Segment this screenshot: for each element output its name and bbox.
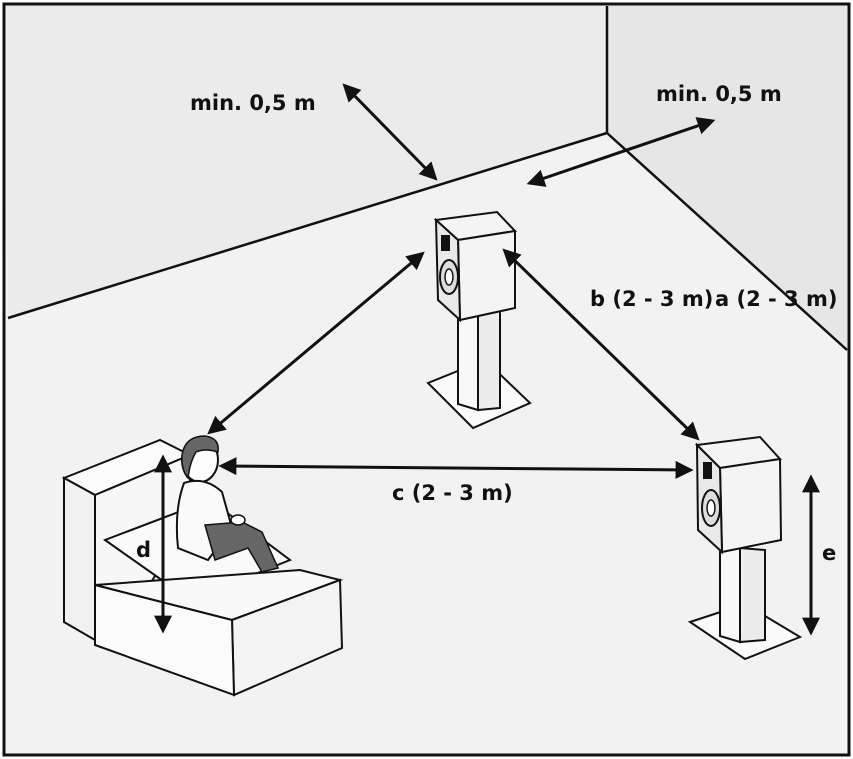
stand-pole-right (477, 304, 501, 412)
label-d: d (136, 538, 151, 562)
tweeter-icon (703, 462, 712, 479)
speaker-back (426, 210, 532, 430)
speaker-right (687, 435, 803, 661)
speaker-side (456, 229, 516, 322)
listener-icon (175, 435, 280, 573)
arrows (154, 83, 820, 636)
hands (230, 514, 246, 526)
label-a: a (2 - 3 m) (715, 287, 837, 311)
sofa-front (94, 583, 236, 697)
label-c: c (2 - 3 m) (392, 481, 513, 505)
double-arrow-icon (207, 251, 425, 435)
double-arrow-icon (502, 248, 700, 441)
label-e: e (822, 541, 836, 565)
stand-pole-left (719, 546, 741, 644)
back-wall (6, 6, 607, 318)
side-wall (607, 6, 847, 350)
double-arrow-icon (218, 457, 694, 479)
stand-pole-right (739, 546, 766, 644)
label-min-right: min. 0,5 m (656, 82, 782, 106)
speaker-side (718, 457, 783, 554)
label-min-left: min. 0,5 m (190, 91, 316, 115)
double-arrow-icon (526, 117, 716, 187)
label-b: b (2 - 3 m) (590, 287, 713, 311)
tweeter-icon (441, 235, 450, 251)
double-arrow-icon (342, 83, 438, 181)
legs (204, 521, 280, 573)
floor-edge-left (7, 131, 608, 320)
sofa-back-side (63, 476, 96, 642)
hair (181, 435, 219, 480)
